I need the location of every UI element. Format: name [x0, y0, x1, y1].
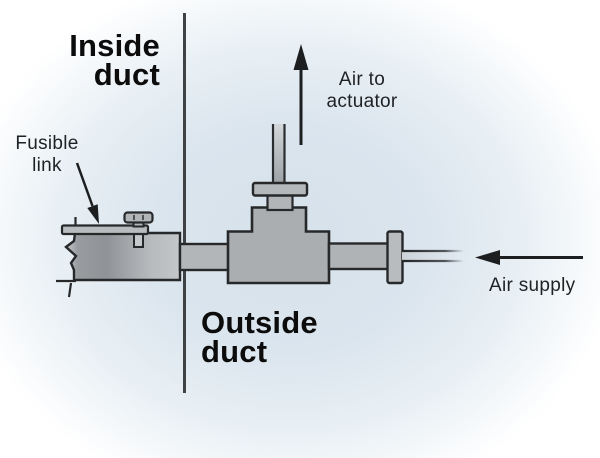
fusible-link-label: Fusible link	[2, 133, 92, 177]
fusible-link-pointer-shaft	[75, 162, 94, 207]
actuator-pipe-lines	[271, 124, 286, 184]
outside-duct-label-line1: Outside	[201, 305, 318, 340]
supply-tube-fill	[402, 251, 463, 261]
air-to-actuator-arrowhead-icon	[293, 44, 309, 70]
inside-duct-label-line2: duct	[93, 57, 160, 92]
supply-flange	[386, 230, 404, 285]
valve-neck	[266, 193, 294, 212]
fusible-link-label-line2: link	[32, 155, 62, 176]
outside-duct-label: Outside duct	[201, 305, 318, 369]
t-valve-body	[226, 206, 331, 285]
fusible-housing-body	[64, 231, 182, 282]
supply-pipe	[327, 242, 391, 271]
bolt-cap	[123, 211, 154, 224]
air-supply-arrow	[475, 250, 583, 265]
valve-top-flange	[251, 181, 309, 197]
air-to-actuator-label-line2: actuator	[326, 91, 398, 112]
fusible-link-pointer-arrowhead-icon	[87, 204, 99, 224]
outside-duct-label-line2: duct	[201, 334, 268, 369]
bolt-cap-knurl-marks	[133, 215, 144, 220]
air-to-actuator-arrow	[293, 44, 309, 145]
fusible-link-label-line1: Fusible	[15, 133, 79, 154]
inside-duct-label: Inside duct	[18, 28, 160, 92]
fusible-link-pointer-arrow	[75, 162, 99, 224]
air-supply-arrowhead-icon	[475, 250, 500, 265]
air-to-actuator-label-line1: Air to	[338, 69, 386, 90]
wall-connecting-pipe	[178, 242, 231, 272]
air-supply-label-text: Air supply	[489, 275, 576, 296]
fusible-link-plate	[60, 224, 150, 236]
actuator-pipe-fill	[272, 124, 285, 185]
bolt-stem	[133, 232, 144, 248]
inside-duct-label-line1: Inside	[69, 28, 160, 63]
air-to-actuator-label: Air to actuator	[306, 69, 418, 113]
air-supply-label: Air supply	[489, 275, 575, 297]
